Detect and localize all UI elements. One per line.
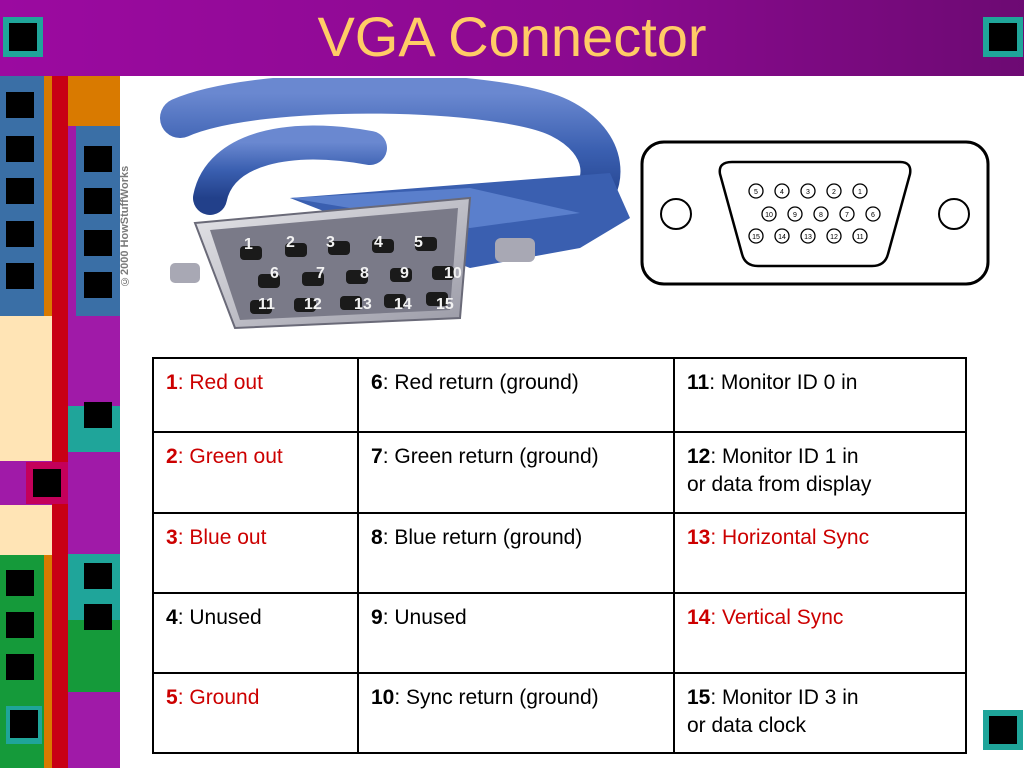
corner-tile-top-left [3, 17, 43, 57]
plug-pin-label: 7 [316, 265, 325, 282]
vga-plug-illustration: 1 2 3 4 5 6 7 8 9 10 11 12 13 14 15 [160, 78, 630, 330]
socket-pin-label: 15 [752, 234, 760, 241]
table-row: 1: Red out 6: Red return (ground) 11: Mo… [152, 357, 967, 433]
slide-title: VGA Connector [317, 5, 707, 68]
plug-pin-label: 1 [244, 236, 253, 253]
plug-pin-label: 8 [360, 265, 369, 282]
plug-pin-label: 3 [326, 234, 335, 251]
mosaic-graphic [0, 60, 120, 768]
pin-cell: 4: Unused [152, 592, 359, 674]
table-row: 5: Ground 10: Sync return (ground) 15: M… [152, 672, 967, 754]
pin-cell: 6: Red return (ground) [357, 357, 675, 433]
socket-pin-label: 1 [858, 189, 862, 196]
pin-cell: 13: Horizontal Sync [673, 512, 967, 594]
socket-pin-label: 8 [819, 212, 823, 219]
pin-cell: 5: Ground [152, 672, 359, 754]
plug-pin-label: 12 [304, 296, 322, 313]
socket-pin-label: 14 [778, 234, 786, 241]
socket-pin-label: 13 [804, 234, 812, 241]
vga-socket-diagram: 5 4 3 2 1 10 9 8 7 6 15 14 13 12 11 [640, 140, 990, 286]
plug-pin-label: 13 [354, 296, 372, 313]
plug-pin-label: 4 [374, 234, 383, 251]
plug-pin-label: 10 [444, 265, 462, 282]
pin-cell: 8: Blue return (ground) [357, 512, 675, 594]
plug-pin-label: 2 [286, 234, 295, 251]
plug-pin-label: 9 [400, 265, 409, 282]
table-row: 3: Blue out 8: Blue return (ground) 13: … [152, 512, 967, 594]
pin-cell: 9: Unused [357, 592, 675, 674]
plug-pin-label: 11 [258, 296, 275, 313]
socket-pin-label: 3 [806, 189, 810, 196]
left-mosaic [0, 60, 120, 768]
socket-pin-label: 6 [871, 212, 875, 219]
socket-pin-label: 2 [832, 189, 836, 196]
pin-cell: 14: Vertical Sync [673, 592, 967, 674]
socket-pin-label: 4 [780, 189, 784, 196]
photo-credit: ©2000 HowStuffWorks [119, 165, 131, 287]
pin-cell: 11: Monitor ID 0 in [673, 357, 967, 433]
socket-pin-label: 9 [793, 212, 797, 219]
pin-cell: 3: Blue out [152, 512, 359, 594]
socket-pin-label: 7 [845, 212, 849, 219]
socket-pin-label: 11 [856, 234, 863, 241]
pin-cell: 1: Red out [152, 357, 359, 433]
corner-tile-bottom-right [983, 710, 1023, 750]
plug-pin-label: 5 [414, 234, 423, 251]
table-row: 4: Unused 9: Unused 14: Vertical Sync [152, 592, 967, 674]
table-row: 2: Green out 7: Green return (ground) 12… [152, 431, 967, 514]
pinout-table: 1: Red out 6: Red return (ground) 11: Mo… [152, 357, 967, 754]
plug-pin-label: 14 [394, 296, 412, 313]
socket-pin-label: 10 [765, 212, 773, 219]
title-bar [0, 0, 1024, 76]
pin-cell: 10: Sync return (ground) [357, 672, 675, 754]
plug-pin-label: 15 [436, 296, 454, 313]
pin-cell: 2: Green out [152, 431, 359, 514]
socket-pin-label: 12 [830, 234, 838, 241]
plug-pin-label: 6 [270, 265, 279, 282]
corner-tile-top-right [983, 17, 1023, 57]
pin-cell: 7: Green return (ground) [357, 431, 675, 514]
socket-pin-label: 5 [754, 189, 758, 196]
